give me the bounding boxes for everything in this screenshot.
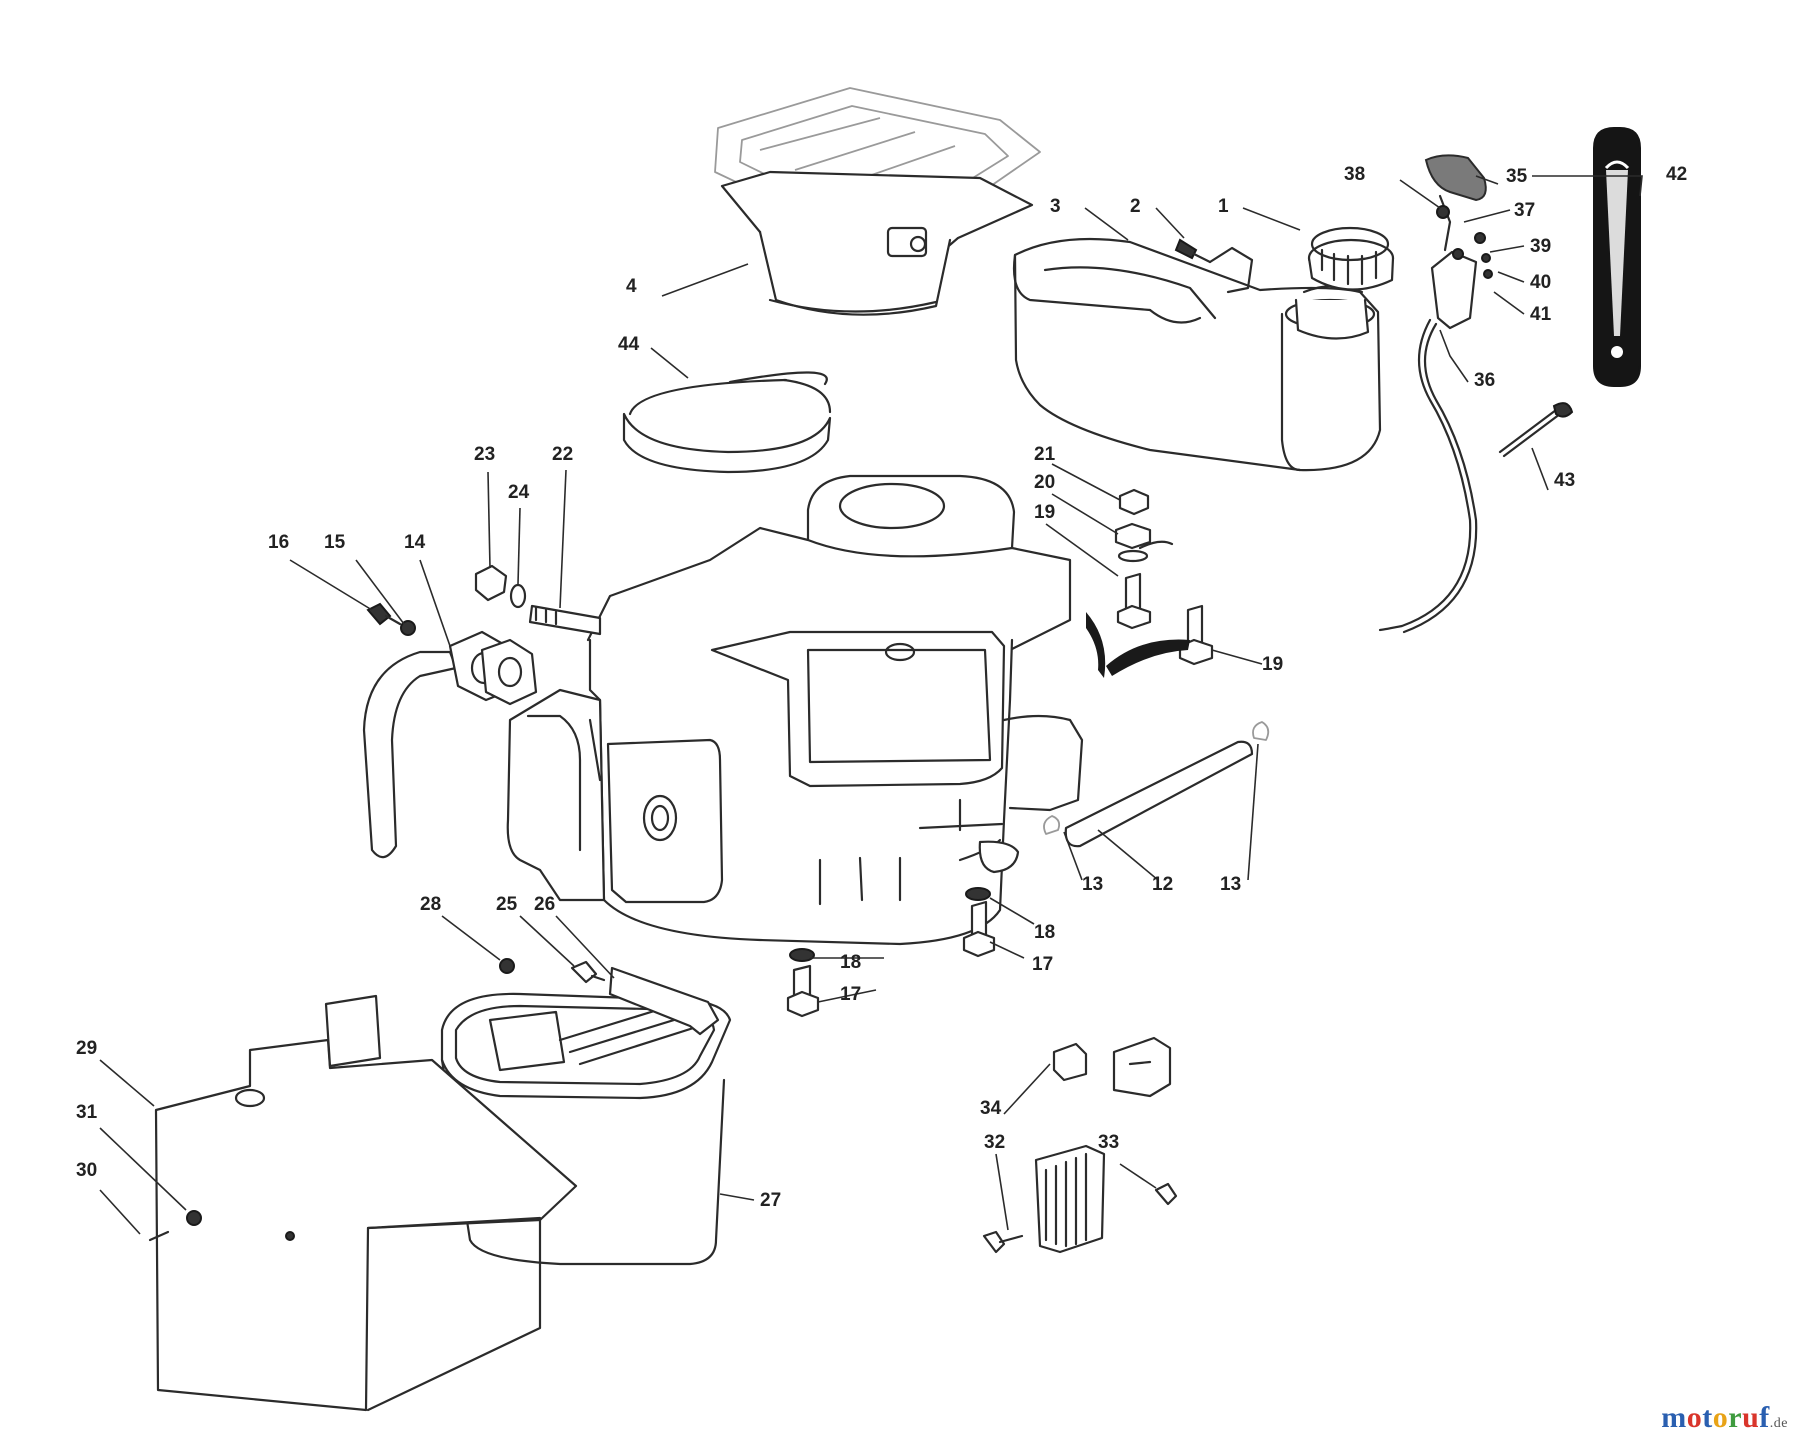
callout-labels: 1 2 3 4 12 13 13 14 15 16 17 17 17 18 18…: [76, 164, 1687, 1211]
callout-4: 4: [626, 276, 637, 297]
watermark-letter: f: [1759, 1401, 1770, 1434]
part-wire-tie: [1498, 402, 1574, 458]
callout-21: 21: [1034, 444, 1056, 465]
callout-30: 30: [76, 1160, 97, 1181]
callout-14: 14: [404, 532, 426, 553]
callout-17-right: 17: [1032, 954, 1053, 975]
callout-23: 23: [474, 444, 495, 465]
callout-15: 15: [324, 532, 346, 553]
watermark-tld: .de: [1769, 1416, 1788, 1431]
callout-37: 37: [1514, 200, 1535, 221]
watermark-letter: m: [1661, 1401, 1687, 1434]
part-engine-block: [506, 474, 1084, 946]
part-tank-screw: [1174, 238, 1212, 264]
callout-28: 28: [420, 894, 441, 915]
part-fuel-tank: [1012, 226, 1395, 472]
callout-24: 24: [508, 482, 530, 503]
callout-16: 16: [268, 532, 289, 553]
callout-18-bottom: 18: [840, 952, 861, 973]
callout-22: 22: [552, 444, 573, 465]
callout-31: 31: [76, 1102, 98, 1123]
part-exhaust-bolt: [366, 602, 416, 636]
part-fuel-hose: [1043, 721, 1270, 848]
callout-42: 42: [1666, 164, 1687, 185]
site-watermark: motoruf.de: [1661, 1401, 1788, 1435]
callout-34: 34: [980, 1098, 1002, 1119]
part-bottom-bolts: [786, 887, 996, 1018]
callout-18-right: 18: [1034, 922, 1055, 943]
callout-19-upper: 19: [1034, 502, 1055, 523]
watermark-letter: o: [1686, 1401, 1703, 1434]
callout-13-left: 13: [1082, 874, 1103, 895]
callout-13-right: 13: [1220, 874, 1241, 895]
callout-25: 25: [496, 894, 518, 915]
callout-33: 33: [1098, 1132, 1119, 1153]
part-ring: [622, 371, 832, 474]
callout-40: 40: [1530, 272, 1551, 293]
callout-39: 39: [1530, 236, 1551, 257]
part-throttle-assembly: [1378, 154, 1493, 634]
callout-20: 20: [1034, 472, 1055, 493]
callout-17-bottom: 17: [840, 984, 861, 1005]
callout-32: 32: [984, 1132, 1005, 1153]
part-small-hardware: [499, 958, 626, 990]
callout-27: 27: [760, 1190, 781, 1211]
callout-41: 41: [1530, 304, 1552, 325]
part-bolt-stack: [1086, 488, 1214, 678]
callout-2: 2: [1130, 196, 1141, 217]
part-heat-shield: [148, 994, 578, 1412]
part-air-filter-housing: [714, 87, 1041, 316]
watermark-letter: t: [1702, 1401, 1713, 1434]
part-fuel-cap: [1307, 226, 1395, 291]
part-exhaust-pipe: [362, 630, 538, 859]
callout-12: 12: [1152, 874, 1173, 895]
callout-3: 3: [1050, 196, 1061, 217]
part-regulator: [982, 1036, 1178, 1254]
part-muffler: [440, 966, 732, 1266]
leader-lines: [99, 175, 1643, 1235]
callout-35: 35: [1506, 166, 1528, 187]
callout-29: 29: [76, 1038, 97, 1059]
callout-36: 36: [1474, 370, 1495, 391]
callout-26: 26: [534, 894, 555, 915]
watermark-letter: r: [1728, 1401, 1743, 1434]
callout-19-lower: 19: [1262, 654, 1283, 675]
callout-38: 38: [1344, 164, 1365, 185]
callout-43: 43: [1554, 470, 1575, 491]
callout-1: 1: [1218, 196, 1229, 217]
watermark-letter: u: [1742, 1401, 1760, 1434]
part-crank-nut: [474, 564, 527, 609]
part-decal: [1593, 127, 1641, 387]
callout-44: 44: [618, 334, 640, 355]
watermark-letter: o: [1712, 1401, 1729, 1434]
